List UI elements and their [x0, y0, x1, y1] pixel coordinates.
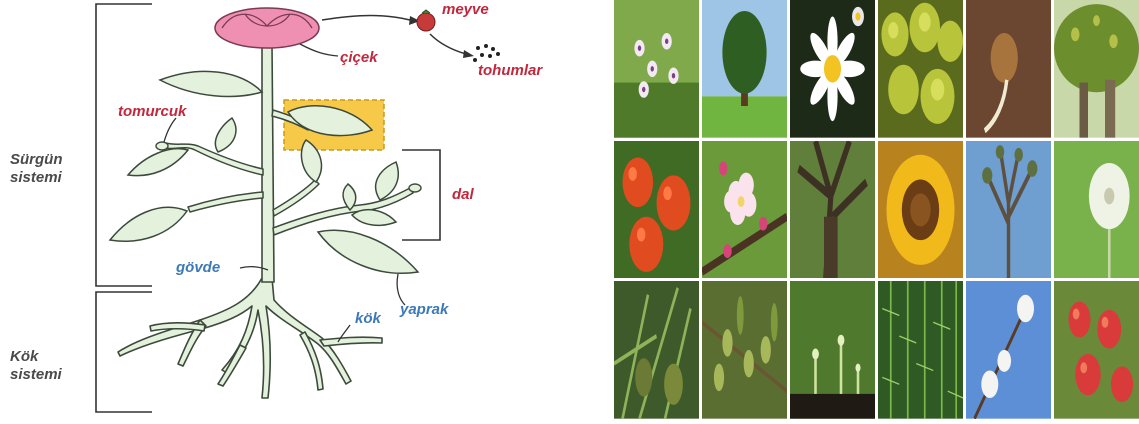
horsetail-icon: [878, 281, 963, 419]
label-yaprak: yaprak: [400, 302, 448, 317]
shoot-system-bracket: [96, 4, 152, 286]
daisy-icon: [790, 0, 875, 138]
plant-structure-diagram: meyve çiçek tohumlar tomurcuk Sürgün sis…: [0, 0, 600, 419]
sunflower-icon: [878, 141, 963, 279]
label-tohumlar: tohumlar: [478, 63, 542, 78]
tree-trunk-icon: [790, 141, 875, 279]
moss-icon: [878, 0, 963, 138]
leaf-large-right: [318, 230, 418, 273]
arrow-to-seeds: [430, 34, 466, 54]
label-dal: dal: [452, 187, 474, 202]
label-kok-sistemi: Kök sistemi: [10, 348, 62, 384]
apple-fruit-icon: [1054, 281, 1139, 419]
plant-photo-grid: [614, 0, 1139, 419]
dandelion-icon: [1054, 141, 1139, 279]
leaf-right-small: [352, 210, 396, 226]
roots: [118, 278, 382, 398]
flower: [215, 8, 319, 48]
label-govde: gövde: [176, 260, 220, 275]
cicek-leader: [300, 44, 338, 56]
cotton-icon: [966, 281, 1051, 419]
leaf-large-left: [110, 207, 187, 241]
leaf-mid-left: [128, 149, 188, 176]
tomatoes-icon: [614, 141, 699, 279]
olive-branch-icon: [702, 281, 787, 419]
sprouting-seed-icon: [966, 0, 1051, 138]
leaf-bud-right: [343, 184, 356, 210]
pineapple-plant-icon: [614, 281, 699, 419]
fruit-icon: [417, 10, 435, 31]
leaf-branch-tip: [376, 162, 399, 200]
label-surgun-sistemi: Sürgün sistemi: [10, 151, 63, 187]
seeds-icon: [473, 44, 500, 62]
tomurcuk-leader: [164, 118, 176, 142]
label-cicek: çiçek: [340, 50, 378, 65]
bare-tree-icon: [966, 141, 1051, 279]
arrow-to-fruit: [322, 16, 410, 21]
tree-icon: [702, 0, 787, 138]
tree-canopy-icon: [1054, 0, 1139, 138]
label-kok: kök: [355, 311, 381, 326]
label-tomurcuk: tomurcuk: [118, 104, 186, 119]
stem: [262, 44, 274, 282]
leaf-small-left: [215, 118, 236, 152]
apple-blossom-icon: [702, 141, 787, 279]
bud-right: [409, 184, 421, 192]
orchid-flowers-icon: [614, 0, 699, 138]
bud-left: [156, 142, 168, 150]
leaf-top-left: [160, 71, 262, 96]
seedling-icon: [790, 281, 875, 419]
label-meyve: meyve: [442, 2, 489, 17]
